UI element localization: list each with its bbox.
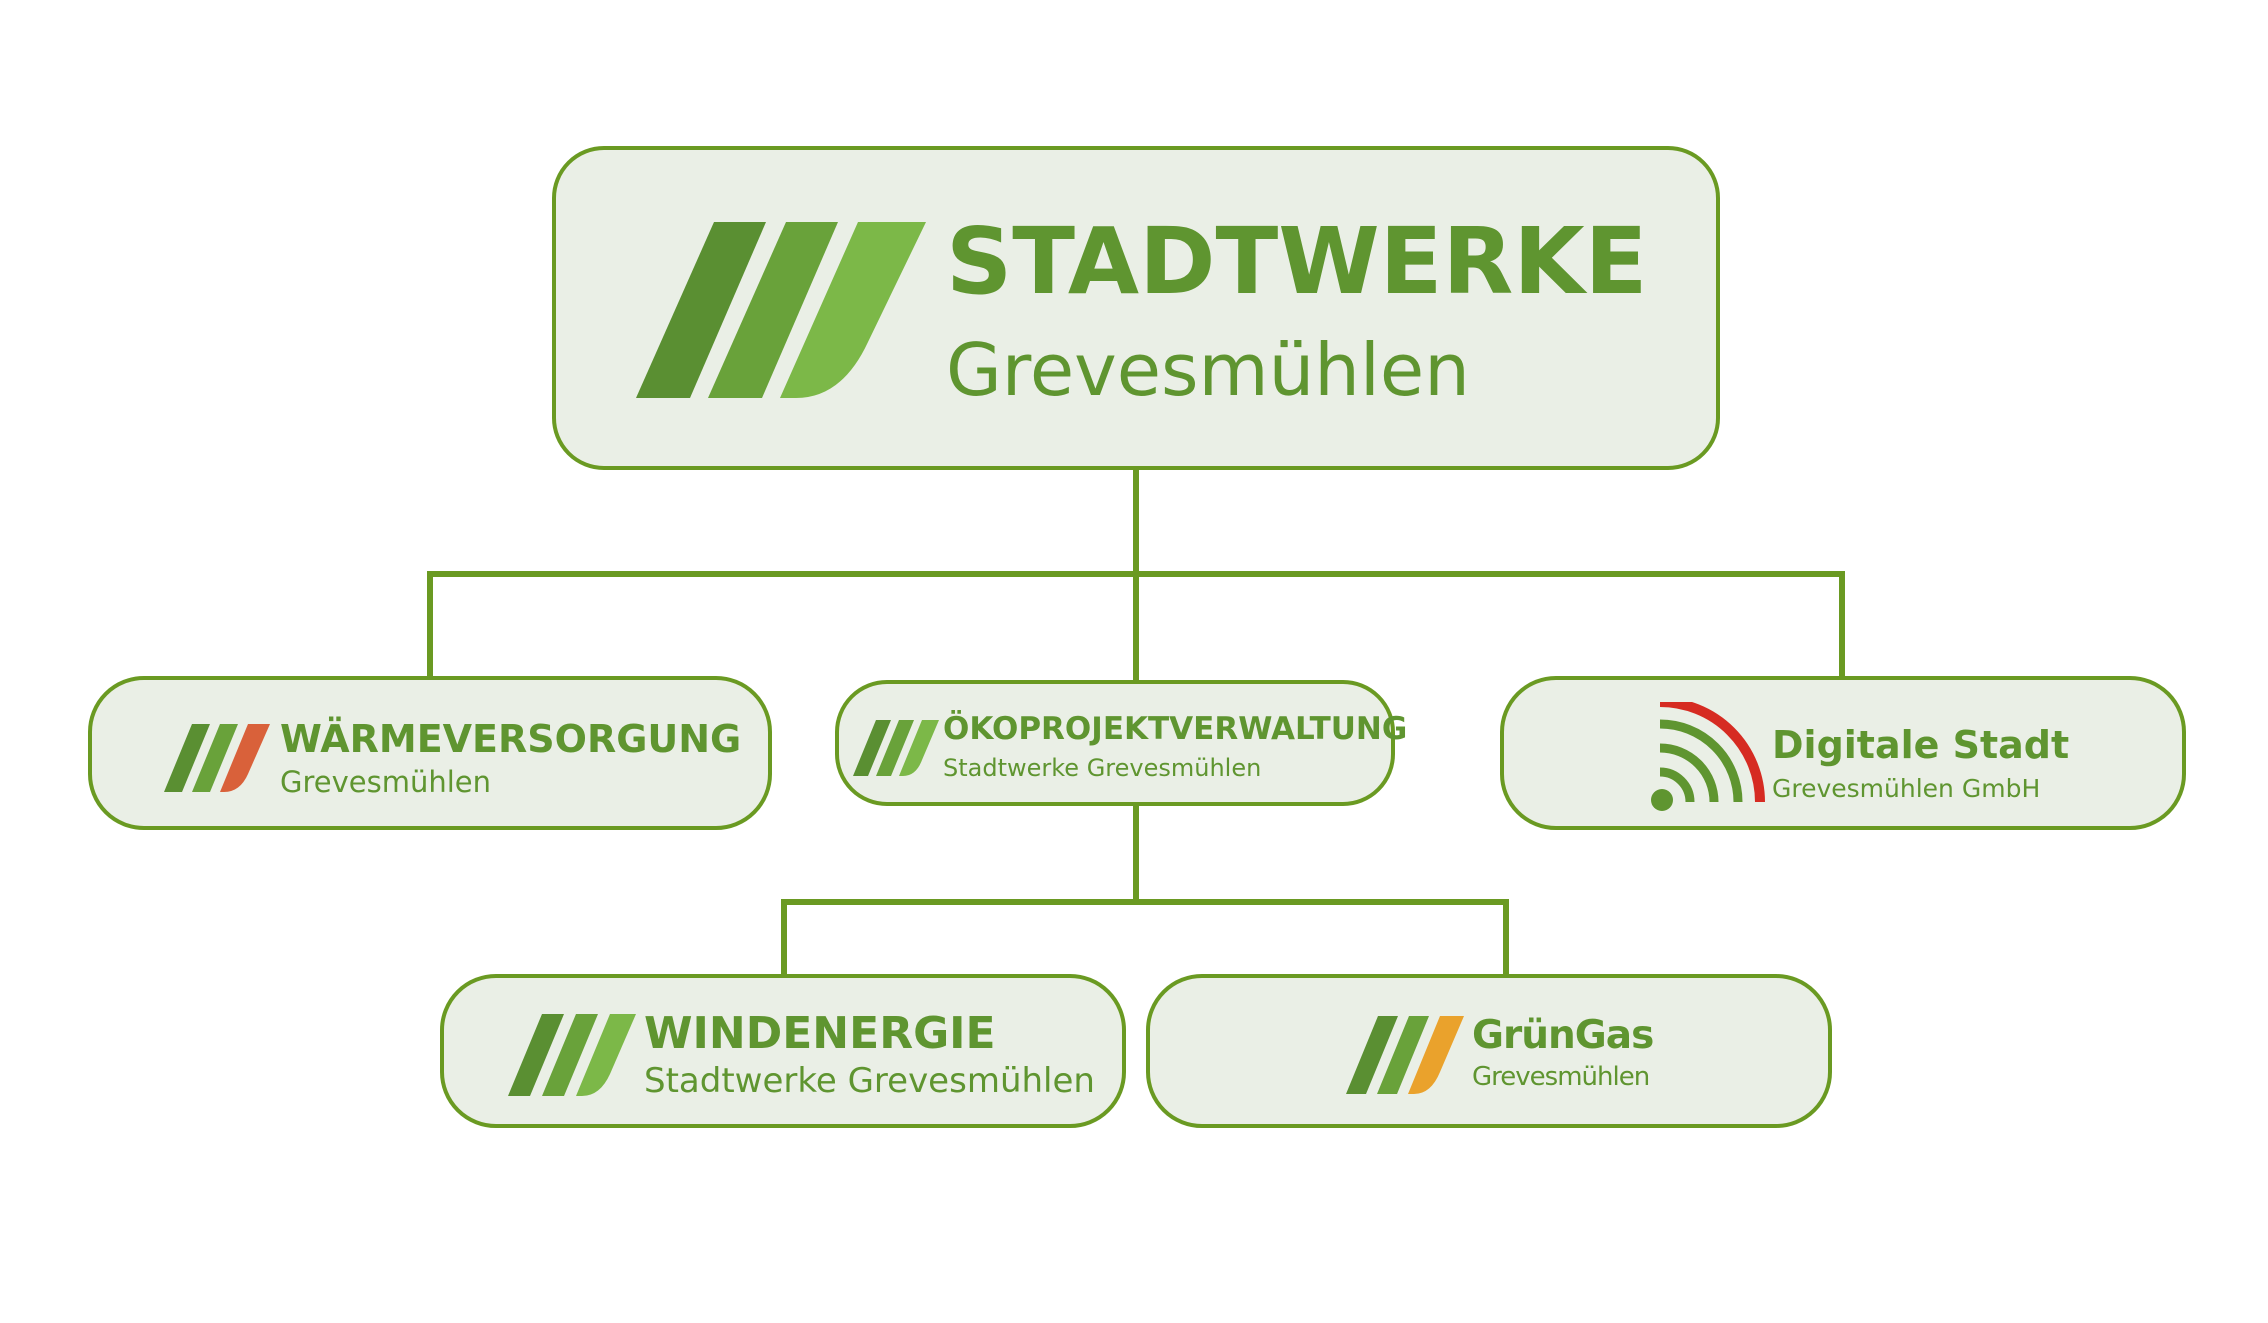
node-title: GrünGas <box>1472 1013 1654 1058</box>
node-subtitle: Grevesmühlen <box>280 765 492 799</box>
node-waermeversorgung: WÄRMEVERSORGUNG Grevesmühlen <box>88 676 772 830</box>
three-stripes-logo-icon <box>636 222 926 398</box>
node-subtitle: Stadtwerke Grevesmühlen <box>644 1061 1095 1101</box>
wifi-signal-icon <box>1651 702 1765 811</box>
three-stripes-orange-accent-icon <box>1346 1016 1464 1094</box>
node-oekoprojektverwaltung: ÖKOPROJEKTVERWALTUNG Stadtwerke Grevesmü… <box>835 680 1407 806</box>
root-title: STADTWERKE <box>946 208 1648 315</box>
node-title: WÄRMEVERSORGUNG <box>280 717 742 761</box>
node-subtitle: Grevesmühlen GmbH <box>1772 774 2041 803</box>
root-node-stadtwerke: STADTWERKE Grevesmühlen <box>552 146 1720 470</box>
root-subtitle: Grevesmühlen <box>946 328 1470 412</box>
node-title: ÖKOPROJEKTVERWALTUNG <box>943 711 1408 747</box>
three-stripes-logo-icon <box>853 720 939 776</box>
node-subtitle: Grevesmühlen <box>1472 1062 1650 1092</box>
node-digitale-stadt: Digitale Stadt Grevesmühlen GmbH <box>1500 676 2186 830</box>
three-stripes-red-accent-icon <box>164 724 270 792</box>
node-gruengas: GrünGas Grevesmühlen <box>1146 974 1832 1128</box>
three-stripes-logo-icon <box>508 1014 636 1096</box>
node-title: WINDENERGIE <box>644 1008 996 1059</box>
node-windenergie: WINDENERGIE Stadtwerke Grevesmühlen <box>440 974 1126 1128</box>
node-subtitle: Stadtwerke Grevesmühlen <box>943 754 1262 782</box>
node-title: Digitale Stadt <box>1772 723 2070 767</box>
